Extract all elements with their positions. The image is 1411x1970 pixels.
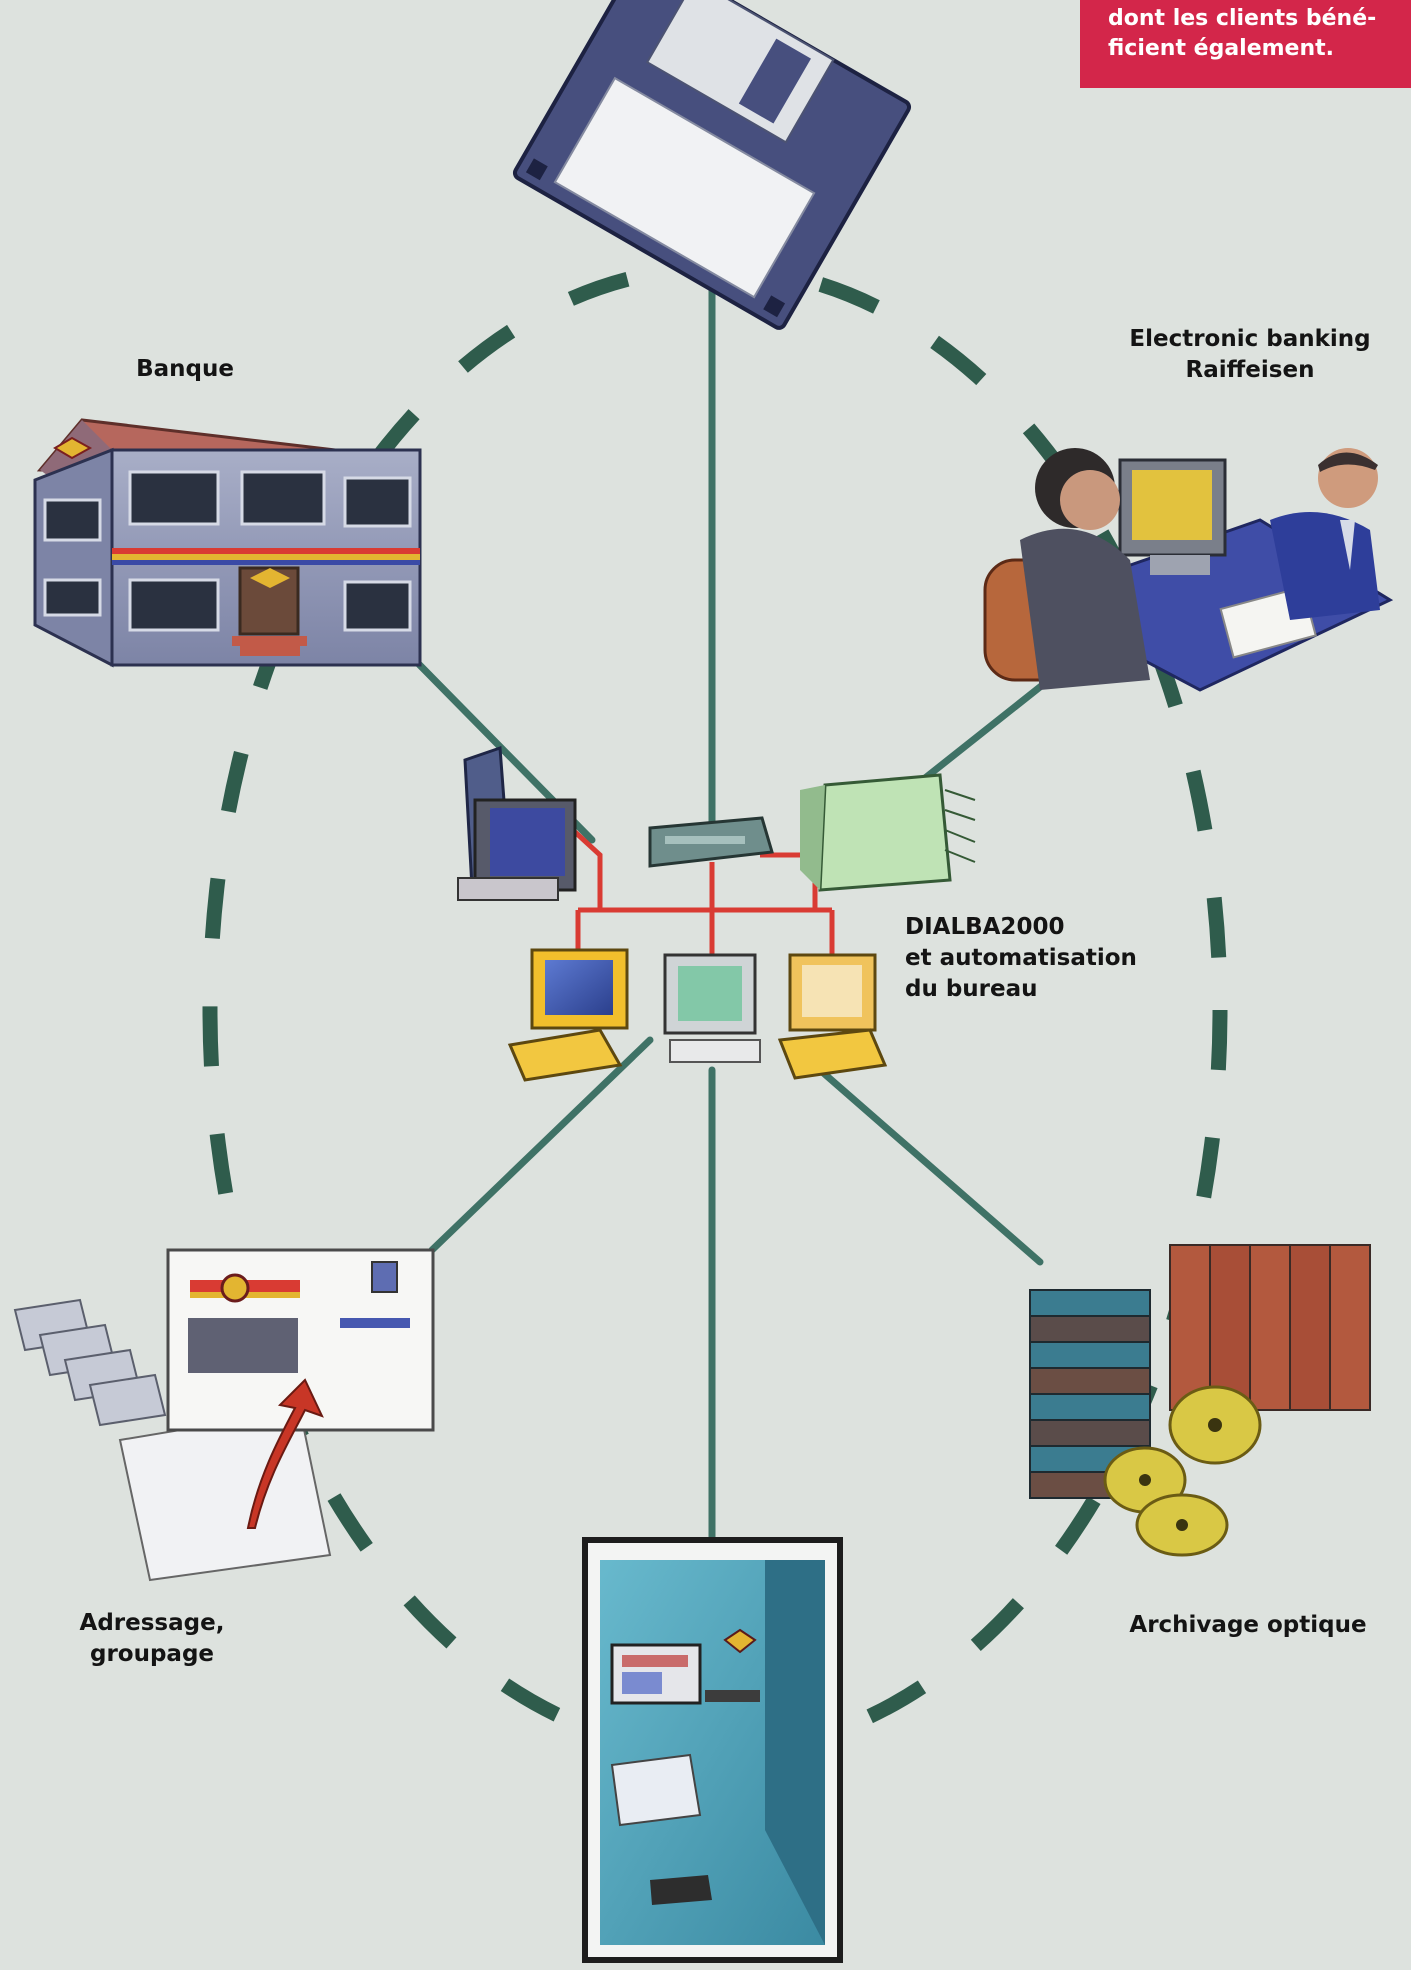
workstation-center [663,953,761,1063]
label-dialba-line1: DIALBA2000 [905,914,1065,940]
fax-machine [800,773,976,892]
office-network-icon [457,745,976,1082]
callout-line1: dont les clients béné- [1108,6,1377,31]
label-archivage: Archivage optique [1129,1612,1367,1638]
cash-machine-icon [582,1537,843,1963]
label-adressage-line2: groupage [89,1641,215,1667]
label-electronic-banking-line1: Electronic banking [1129,326,1371,352]
customer-meeting-icon [983,448,1394,692]
label-electronic-banking: Electronic banking Raiffeisen [1120,324,1380,386]
mailing-envelope-icon [13,1248,435,1582]
floppy-disk-icon [512,0,912,330]
optical-archive-icon [1029,1244,1371,1557]
label-electronic-banking-line2: Raiffeisen [1185,357,1315,383]
callout-line2: ficient également. [1108,36,1335,61]
label-dialba-line2: et automatisation [905,945,1137,971]
network-switch [648,816,774,868]
workstation-right [777,953,888,1080]
local-network-lines [573,830,835,960]
label-dialba-line3: du bureau [905,976,1038,1002]
spoke-lines [396,256,1049,1549]
label-dialba: DIALBA2000 et automatisation du bureau [905,912,1137,1005]
label-banque: Banque [136,356,234,382]
label-adressage: Adressage, groupage [62,1608,242,1670]
label-adressage-line1: Adressage, [79,1610,225,1636]
callout-box: dont les clients béné- ficient également… [1080,0,1411,88]
bank-building-icon [33,418,422,668]
printer-unit [457,745,577,901]
workstation-left [507,948,629,1082]
